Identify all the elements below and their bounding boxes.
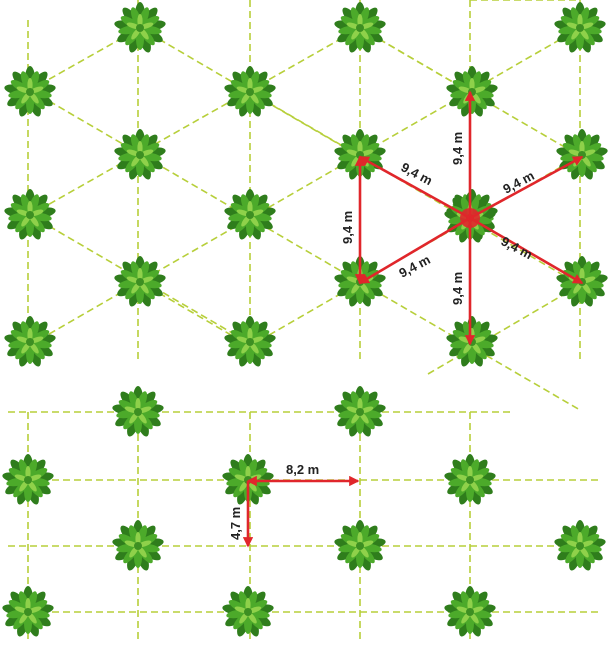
grid-line	[427, 284, 581, 375]
palm-tree-icon	[113, 256, 167, 309]
palm-tree-icon	[445, 66, 499, 119]
rectangular-spacing-labels: 8,2 m 4,7 m	[228, 462, 319, 540]
palm-tree-icon	[111, 386, 165, 439]
triangular-grid-lines	[27, 0, 581, 411]
spacing-arrow-upper-left	[358, 155, 471, 220]
grid-line	[29, 27, 581, 346]
palm-tree-icon	[333, 520, 387, 573]
spacing-label: 9,4 m	[450, 132, 465, 165]
spacing-label: 9,4 m	[396, 252, 432, 281]
spacing-arrow-upper-right	[469, 155, 584, 220]
grid-line	[29, 27, 361, 216]
palm-tree-icon	[223, 66, 277, 119]
palm-tree-icon	[333, 386, 387, 439]
palm-tree-icon	[1, 586, 55, 639]
palm-tree-icon	[3, 189, 57, 242]
rectangular-spacing-arrows	[242, 475, 360, 548]
palm-tree-icon	[443, 454, 497, 507]
palm-tree-icon	[553, 2, 607, 55]
palm-tree-icon	[3, 316, 57, 369]
palm-tree-icon	[555, 129, 608, 182]
palm-tree-icon	[221, 586, 275, 639]
triangular-spacing-arrows	[354, 90, 584, 346]
spacing-label: 9,4 m	[399, 159, 435, 188]
palm-tree-icon	[223, 316, 277, 369]
palm-tree-icon	[223, 189, 277, 242]
spacing-arrow-lower-left	[358, 216, 471, 285]
spacing-arrow-lower-right	[469, 216, 584, 285]
palm-tree-icon	[111, 520, 165, 573]
palm-tree-icon	[445, 316, 499, 369]
rectangular-grid-lines	[8, 411, 600, 640]
palm-tree-icon	[333, 2, 387, 55]
row-spacing-label: 8,2 m	[286, 462, 319, 477]
column-spacing-label: 4,7 m	[228, 507, 243, 540]
grid-line	[29, 89, 581, 411]
spacing-label: 9,4 m	[450, 272, 465, 305]
palm-tree-icon	[443, 586, 497, 639]
palm-tree-icon	[1, 454, 55, 507]
spacing-label: 9,4 m	[499, 233, 535, 262]
palm-tree-icon	[113, 2, 167, 55]
palm-tree-icon	[3, 66, 57, 119]
spacing-label: 9,4 m	[340, 211, 355, 244]
palm-tree-icon	[553, 520, 607, 573]
palm-tree-icon	[113, 129, 167, 182]
